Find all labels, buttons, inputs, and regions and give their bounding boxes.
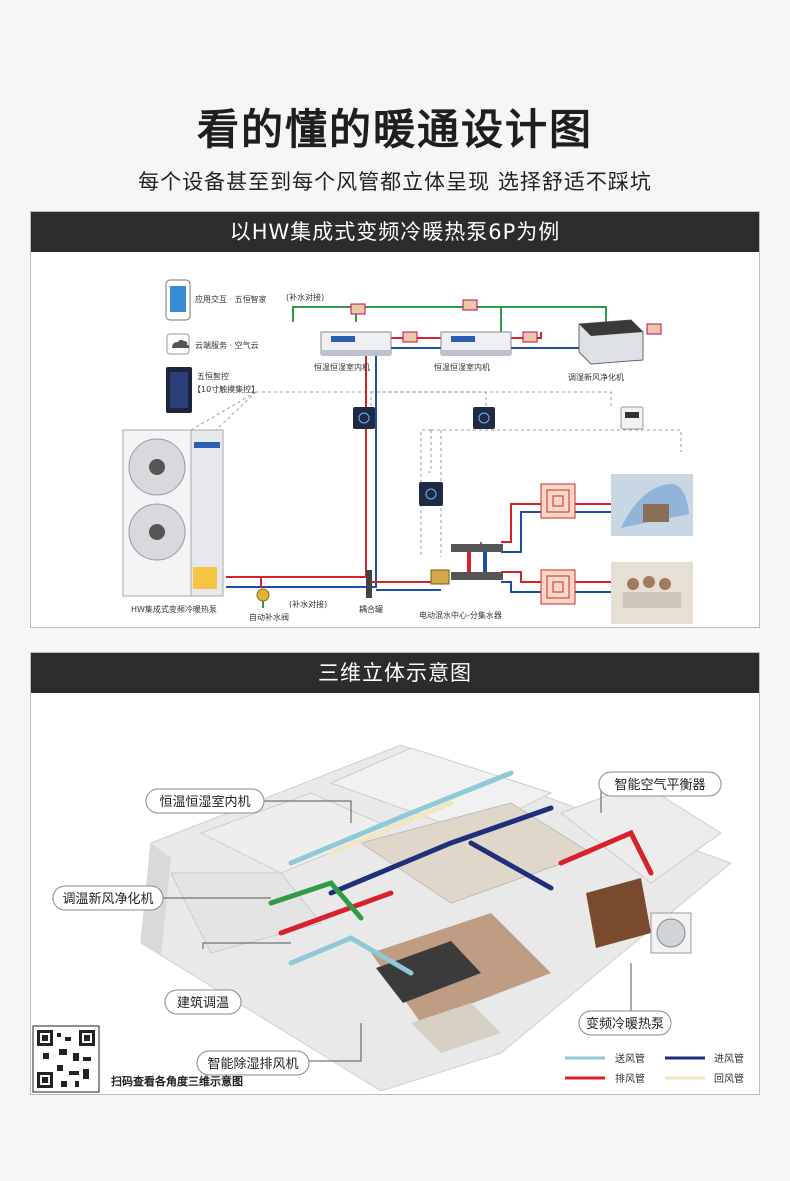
floor-heating-coil — [540, 483, 576, 605]
valve-icon — [350, 299, 662, 343]
svg-text:智能除湿排风机: 智能除湿排风机 — [207, 1057, 298, 1072]
control-wiring — [190, 391, 682, 557]
callout-balancer: 智能空气平衡器 — [598, 771, 722, 797]
indoor-unit-2 — [440, 331, 512, 356]
auto-refill-valve — [256, 588, 270, 608]
page-title: 看的懂的暖通设计图 — [196, 105, 593, 154]
svg-text:恒温恒湿室内机: 恒温恒湿室内机 — [159, 794, 250, 810]
legend-intake: 进风管 — [714, 1052, 744, 1065]
indoor-unit-1 — [320, 331, 392, 356]
label-refill-top: (补水对接) — [286, 292, 324, 302]
water-pipes — [226, 306, 621, 593]
duct-network — [268, 770, 654, 976]
duct-legend: 送风管 进风管 排风管 回风管 — [565, 1052, 744, 1085]
room-photo — [611, 474, 693, 624]
label-app: 应用交互 · 五恒智家 — [195, 294, 267, 304]
label-coupling-tank: 耦合罐 — [359, 604, 383, 614]
label-cloud: 云端服务 · 空气云 — [195, 340, 259, 350]
thermostat-icon — [353, 406, 644, 506]
legend-supply: 送风管 — [615, 1052, 645, 1065]
svg-text:建筑调温: 建筑调温 — [177, 995, 229, 1011]
label-indoor-1: 恒温恒湿室内机 — [314, 362, 370, 372]
three-d-house-diagram: 恒温恒湿室内机 智能空气平衡器 调温新风净化机 建筑调温 变频冷暖热泵 智能除湿… — [32, 744, 744, 1093]
schematic-heading: 以HW集成式变频冷暖热泵6P为例 — [31, 212, 759, 252]
page-subtitle: 每个设备甚至到每个风管都立体呈现 选择舒适不踩坑 — [138, 170, 652, 194]
fresh-air-unit — [578, 319, 644, 365]
coupling-tank — [366, 570, 372, 598]
svg-text:智能空气平衡器: 智能空气平衡器 — [614, 777, 705, 793]
svg-text:变频冷暖热泵: 变频冷暖热泵 — [586, 1016, 664, 1032]
label-refill-bottom: (补水对接) — [289, 599, 327, 609]
label-auto-valve: 自动补水阀 — [249, 612, 289, 622]
heat-pump-unit — [122, 429, 224, 597]
label-fresh-air: 调湿新风净化机 — [568, 372, 624, 382]
label-indoor-2: 恒温恒湿室内机 — [434, 362, 490, 372]
callout-building: 建筑调温 — [164, 989, 242, 1015]
manifold-unit — [430, 544, 503, 585]
label-panel-sub: 【10寸触摸集控】 — [193, 384, 259, 394]
qr-code — [32, 1025, 100, 1093]
label-panel-name: 五恒智控 — [197, 371, 229, 381]
label-heat-pump: HW集成式变频冷暖热泵 — [131, 604, 217, 614]
three-d-heading: 三维立体示意图 — [31, 653, 759, 693]
svg-text:调温新风净化机: 调温新风净化机 — [62, 891, 153, 907]
callout-dehumid-fan: 智能除湿排风机 — [196, 1050, 310, 1076]
three-d-panel: 三维立体示意图 — [30, 652, 760, 1095]
legend-return: 回风管 — [714, 1072, 744, 1085]
label-manifold: 电动混水中心-分集水器 — [419, 610, 502, 620]
qr-caption: 扫码查看各角度三维示意图 — [111, 1074, 243, 1088]
callout-heat-pump: 变频冷暖热泵 — [578, 1010, 672, 1036]
callout-indoor-unit: 恒温恒湿室内机 — [145, 788, 265, 814]
callout-fresh-air: 调温新风净化机 — [52, 885, 164, 911]
schematic-panel: 以HW集成式变频冷暖热泵6P为例 — [30, 211, 760, 628]
system-schematic-diagram: 应用交互 · 五恒智家 云端服务 · 空气云 五恒智控 【10寸触摸集控】 (补… — [122, 279, 693, 624]
legend-exhaust: 排风管 — [615, 1072, 645, 1085]
